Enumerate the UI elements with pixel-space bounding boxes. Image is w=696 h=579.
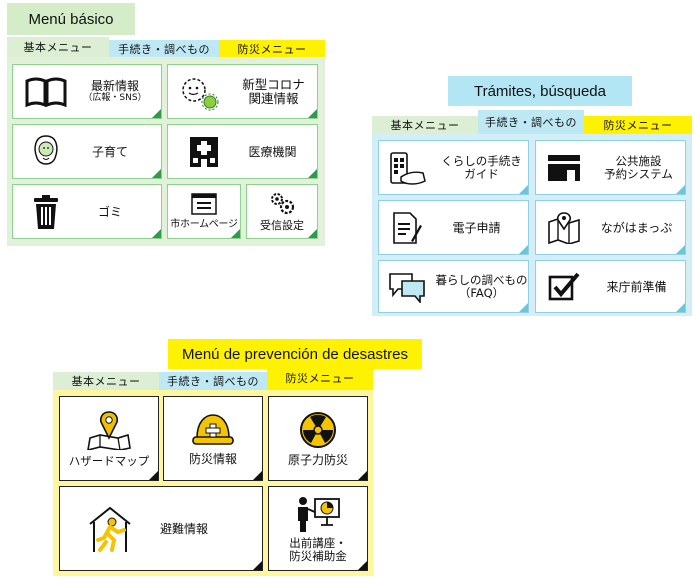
basic-menu-title: Menú básico bbox=[7, 3, 135, 35]
tile-hazard-map[interactable]: ハザードマップ bbox=[59, 396, 159, 481]
tile-label: 医療機関 bbox=[248, 144, 297, 159]
book-icon bbox=[13, 77, 79, 107]
tile-lecture-subsidy[interactable]: 出前講座・ 防災補助金 bbox=[268, 486, 368, 571]
evacuation-icon bbox=[60, 504, 160, 554]
tile-label: 市ホームページ bbox=[170, 218, 238, 230]
disaster-tab-disaster[interactable]: 防災メニュー bbox=[267, 366, 373, 390]
disaster-tab-procedures[interactable]: 手続き・調べもの bbox=[159, 372, 267, 390]
tile-nagahama-map[interactable]: ながはまっぷ bbox=[535, 200, 686, 255]
disaster-tab-basic[interactable]: 基本メニュー bbox=[53, 372, 159, 390]
tile-disaster-info[interactable]: 防災情報 bbox=[163, 396, 263, 481]
tile-medical[interactable]: 医療機関 bbox=[167, 124, 318, 179]
hospital-icon bbox=[168, 135, 240, 169]
tile-label-line2: （FAQ） bbox=[458, 285, 505, 300]
tile-label-line2: 予約システム bbox=[604, 166, 673, 181]
helmet-icon bbox=[191, 412, 235, 448]
trash-can-icon bbox=[13, 194, 79, 230]
tile-label: 避難情報 bbox=[160, 521, 209, 536]
tile-latest-info[interactable]: 最新情報 （広報・SNS） bbox=[12, 64, 162, 119]
tile-city-homepage[interactable]: 市ホームページ bbox=[167, 184, 241, 239]
tile-label-line2: 関連情報 bbox=[248, 90, 299, 106]
tile-label: 最新情報 bbox=[90, 79, 139, 93]
procedures-tab-procedures[interactable]: 手続き・調べもの bbox=[478, 110, 584, 134]
speech-bubbles-icon bbox=[379, 271, 435, 303]
procedures-tab-disaster[interactable]: 防災メニュー bbox=[584, 116, 692, 134]
baby-icon bbox=[13, 134, 79, 170]
tile-procedures-guide[interactable]: くらしの手続き ガイド bbox=[378, 140, 529, 195]
checkbox-icon bbox=[536, 272, 592, 302]
tile-label: 来庁前準備 bbox=[606, 279, 667, 294]
tile-label: 防災情報 bbox=[188, 451, 237, 466]
tile-label: 原子力防災 bbox=[287, 452, 348, 467]
tile-label: 電子申請 bbox=[452, 220, 501, 235]
smartphone-hand-icon bbox=[379, 151, 435, 185]
tile-sublabel: （広報・SNS） bbox=[83, 93, 147, 103]
tile-label: ながはまっぷ bbox=[600, 220, 673, 235]
tile-facility-reservation[interactable]: 公共施設 予約システム bbox=[535, 140, 686, 195]
basic-tab-disaster[interactable]: 防災メニュー bbox=[219, 40, 325, 58]
basic-tab-basic[interactable]: 基本メニュー bbox=[7, 37, 109, 57]
tile-label: 暮らしの調べもの bbox=[435, 272, 528, 287]
tile-nuclear-safety[interactable]: 原子力防災 bbox=[268, 396, 368, 481]
basic-tab-procedures[interactable]: 手続き・調べもの bbox=[109, 40, 219, 58]
map-pin-icon bbox=[536, 211, 592, 244]
procedures-tab-basic[interactable]: 基本メニュー bbox=[372, 116, 478, 134]
tile-label: ゴミ bbox=[97, 204, 122, 219]
radiation-icon bbox=[299, 411, 337, 449]
disaster-menu-title: Menú de prevención de desastres bbox=[168, 339, 422, 369]
tile-garbage[interactable]: ゴミ bbox=[12, 184, 162, 239]
tile-label: ハザードマップ bbox=[68, 453, 150, 468]
tile-label-line2: ガイド bbox=[464, 166, 499, 181]
tile-electronic-application[interactable]: 電子申請 bbox=[378, 200, 529, 255]
tile-label: 公共施設 bbox=[615, 153, 662, 168]
gears-icon bbox=[268, 191, 296, 215]
tile-evacuation-info[interactable]: 避難情報 bbox=[59, 486, 263, 571]
tile-label: 新型コロナ bbox=[242, 76, 305, 92]
tile-notification-settings[interactable]: 受信設定 bbox=[246, 184, 318, 239]
browser-window-icon bbox=[191, 192, 217, 215]
tile-label: 子育て bbox=[91, 144, 128, 159]
tile-pre-visit-preparation[interactable]: 来庁前準備 bbox=[535, 260, 686, 313]
tile-child-raising[interactable]: 子育て bbox=[12, 124, 162, 179]
tile-label: 出前講座・ bbox=[289, 535, 347, 550]
tile-corona-info[interactable]: 新型コロナ 関連情報 bbox=[167, 64, 318, 119]
hazard-map-icon bbox=[86, 410, 132, 450]
public-facility-icon bbox=[536, 154, 592, 182]
procedures-menu-title: Trámites, búsqueda bbox=[448, 76, 632, 106]
coronavirus-icon bbox=[168, 72, 230, 112]
lecture-icon bbox=[295, 495, 341, 533]
tile-label: くらしの手続き bbox=[441, 153, 522, 168]
document-pen-icon bbox=[379, 211, 435, 245]
tile-faq[interactable]: 暮らしの調べもの （FAQ） bbox=[378, 260, 529, 313]
tile-label-line2: 防災補助金 bbox=[289, 548, 347, 563]
tile-label: 受信設定 bbox=[260, 218, 304, 232]
